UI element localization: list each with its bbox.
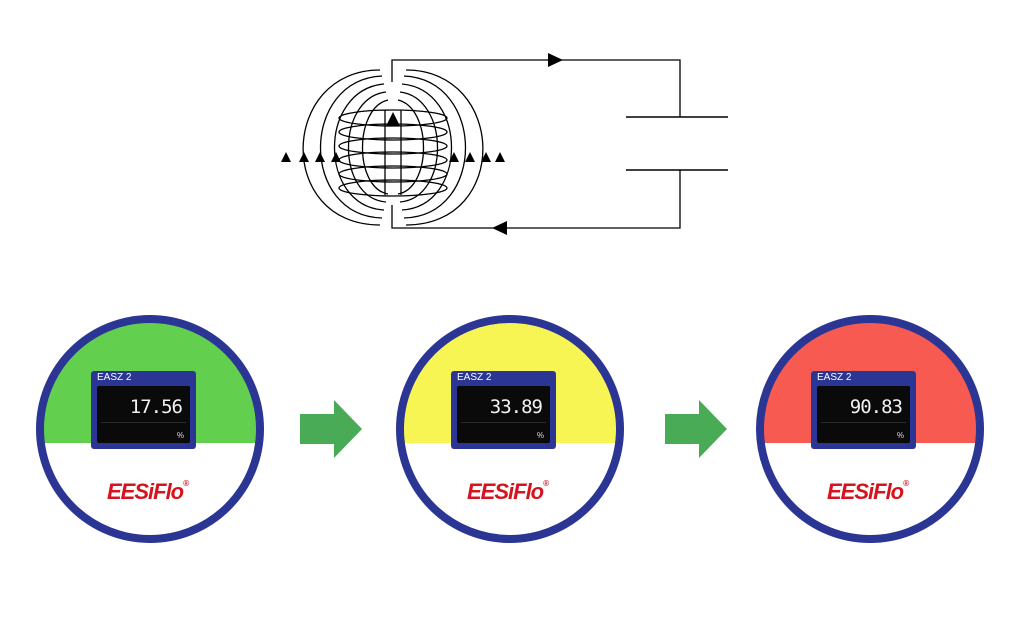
gauge-2-model: EASZ 2 — [457, 372, 492, 383]
gauge-1: EASZ 2 17.56 % EESiFlo® — [32, 311, 268, 547]
gauge-1-unit: % — [176, 431, 184, 440]
gauge-2-unit: % — [536, 431, 544, 440]
current-arrow-top — [548, 53, 563, 67]
wire-top — [391, 59, 681, 117]
gauge-2-screen: 33.89 % — [457, 386, 550, 443]
field-arrows-left — [281, 152, 341, 162]
field-arrows-right — [449, 152, 505, 162]
gauge-3-value: 90.83 — [849, 396, 903, 418]
gauge-1-value: 17.56 — [129, 396, 183, 418]
gauge-1-model: EASZ 2 — [97, 372, 132, 383]
gauge-1-screen: 17.56 % — [97, 386, 190, 443]
gauge-3-screen: 90.83 % — [817, 386, 910, 443]
gauge-3: EASZ 2 90.83 % EESiFlo® — [752, 311, 988, 547]
gauge-2: EASZ 2 33.89 % EESiFlo® — [392, 311, 628, 547]
right-arrow-icon — [300, 400, 362, 458]
wire-bottom — [391, 170, 681, 229]
gauge-1-display: EASZ 2 17.56 % — [91, 371, 196, 449]
current-arrow-bottom — [492, 221, 507, 235]
coil-capacitor-diagram — [281, 53, 728, 235]
gauge-1-logo: EESiFlo® — [107, 479, 189, 504]
gauge-2-value: 33.89 — [489, 396, 543, 418]
gauge-2-logo: EESiFlo® — [467, 479, 549, 504]
field-lines-right — [397, 69, 484, 226]
gauge-3-unit: % — [896, 431, 904, 440]
coil-center-arrow — [386, 112, 400, 126]
right-arrow-icon — [665, 400, 727, 458]
gauge-3-display: EASZ 2 90.83 % — [811, 371, 916, 449]
gauge-2-display: EASZ 2 33.89 % — [451, 371, 556, 449]
field-lines-left — [302, 69, 389, 226]
gauge-3-logo: EESiFlo® — [827, 479, 909, 504]
gauge-3-model: EASZ 2 — [817, 372, 852, 383]
